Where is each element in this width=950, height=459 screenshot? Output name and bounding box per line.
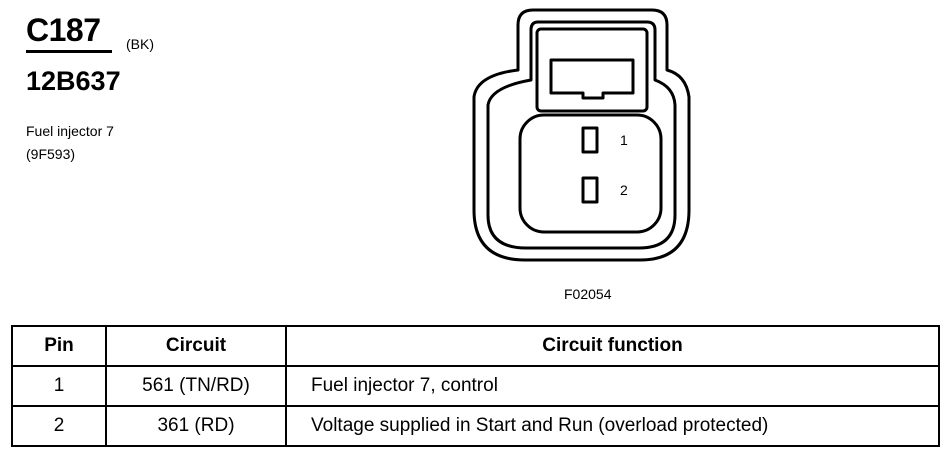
- circuit-cell: 361 (RD): [105, 405, 287, 447]
- connector-id-underline: [26, 50, 112, 53]
- table-header-row: Pin Circuit Circuit function: [11, 325, 940, 367]
- pin-1-label: 1: [620, 132, 628, 148]
- connector-housing-outer: [472, 8, 691, 262]
- header-pin: Pin: [11, 325, 107, 367]
- latch-frame: [535, 27, 649, 113]
- lock-tab: [549, 58, 635, 100]
- table-row: 1 561 (TN/RD) Fuel injector 7, control: [11, 365, 940, 407]
- connector-id: C187: [26, 12, 101, 48]
- table-row: 2 361 (RD) Voltage supplied in Start and…: [11, 405, 940, 447]
- connector-housing-inner: [486, 20, 677, 250]
- circuit-function-cell: Voltage supplied in Start and Run (overl…: [285, 405, 940, 447]
- circuit-cell: 561 (TN/RD): [105, 365, 287, 407]
- terminal-cavity-body: [518, 113, 663, 234]
- header-circuit-function: Circuit function: [285, 325, 940, 367]
- pin-cell: 1: [11, 365, 107, 407]
- circuit-function-cell: Fuel injector 7, control: [285, 365, 940, 407]
- component-name: Fuel injector 7: [26, 123, 114, 139]
- pin-2-cavity: [581, 176, 599, 204]
- connector-face-diagram: 1 2: [472, 8, 691, 262]
- pin-1-cavity: [581, 126, 599, 154]
- connector-color-code: (BK): [126, 36, 154, 52]
- part-number: 12B637: [26, 66, 121, 96]
- pin-cell: 2: [11, 405, 107, 447]
- header-circuit: Circuit: [105, 325, 287, 367]
- pinout-table: Pin Circuit Circuit function 1 561 (TN/R…: [11, 325, 940, 447]
- component-code: (9F593): [26, 146, 76, 162]
- figure-id: F02054: [564, 286, 612, 302]
- pin-2-label: 2: [620, 182, 628, 198]
